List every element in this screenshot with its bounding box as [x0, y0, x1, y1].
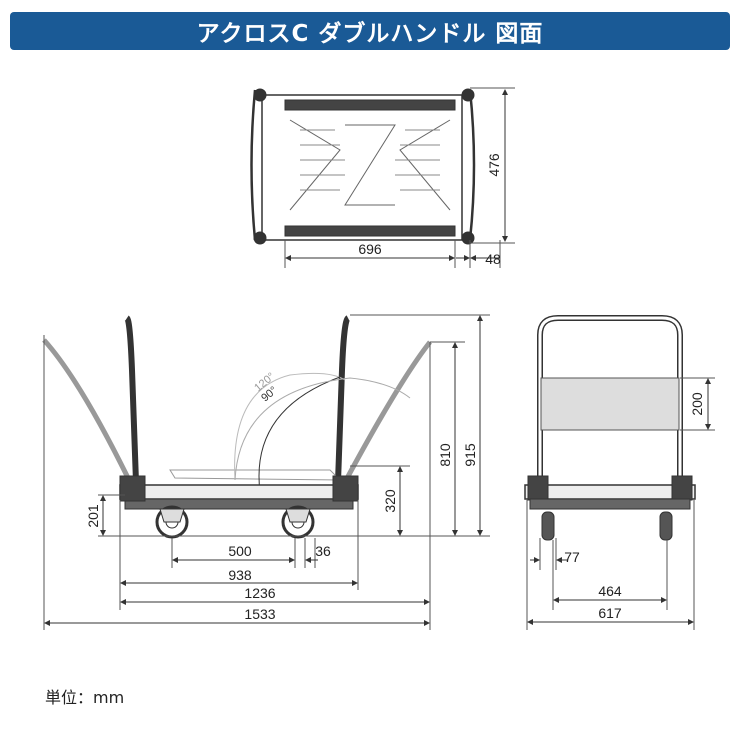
- dim-810: 810: [437, 443, 453, 467]
- title-banner: アクロスC ダブルハンドル 図面: [10, 12, 730, 50]
- dim-36: 36: [315, 543, 331, 559]
- dim-201: 201: [85, 504, 101, 528]
- dim-500: 500: [228, 543, 252, 559]
- dim-48: 48: [485, 251, 501, 267]
- dim-476: 476: [486, 153, 502, 177]
- front-view: [524, 315, 715, 630]
- unit-label: 単位：mm: [45, 688, 125, 707]
- dim-938: 938: [228, 567, 252, 583]
- dim-696: 696: [358, 241, 382, 257]
- dim-617: 617: [598, 605, 622, 621]
- top-view: [250, 87, 515, 268]
- dim-200: 200: [689, 392, 705, 416]
- side-view: [42, 314, 490, 630]
- dim-320: 320: [382, 489, 398, 513]
- dim-915: 915: [462, 443, 478, 467]
- dim-1533: 1533: [244, 606, 275, 622]
- dim-1236: 1236: [244, 585, 275, 601]
- dim-77: 77: [564, 549, 580, 565]
- dim-464: 464: [598, 583, 622, 599]
